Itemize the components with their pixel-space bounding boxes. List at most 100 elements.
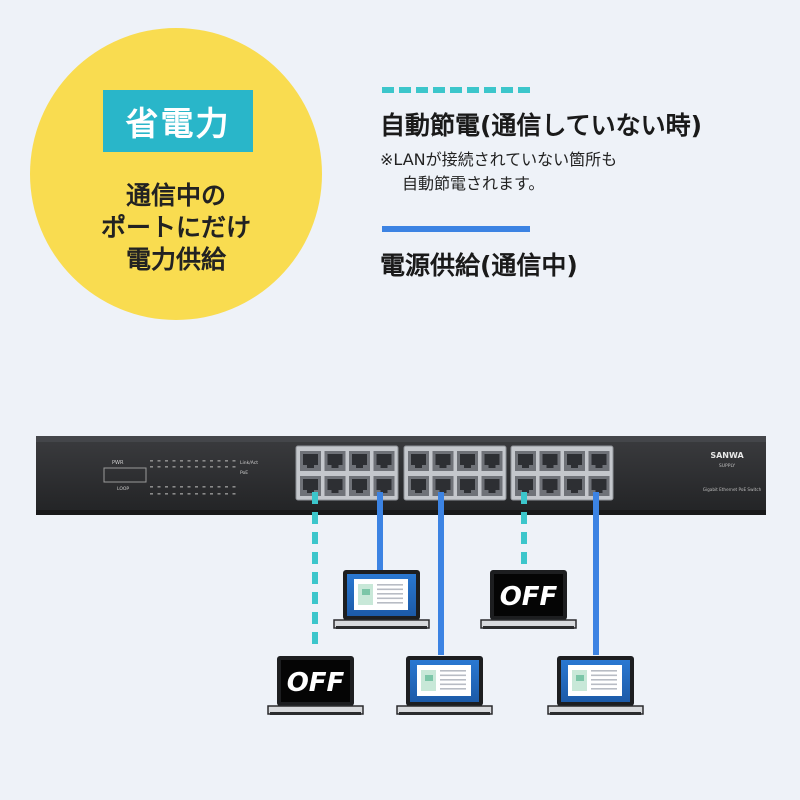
rj45-port-opening (327, 454, 343, 465)
poe-switch: PWR LOOP Link/Act PoE SANWA SUPPLY Gigab… (36, 436, 766, 515)
link-act-label: Link/Act (240, 460, 258, 466)
led-indicator (180, 486, 183, 488)
led-indicator (165, 460, 168, 462)
badge-title: 省電力 (103, 90, 253, 152)
led-indicator (225, 460, 228, 462)
led-indicator (232, 486, 236, 488)
app-window-text-line (440, 674, 466, 677)
model-label: Gigabit Ethernet PoE Switch (703, 487, 762, 492)
led-indicator (180, 466, 183, 468)
led-indicator (225, 466, 228, 468)
rj45-port-tab (595, 490, 603, 493)
legend-note-line-2: 自動節電されます。 (402, 174, 545, 193)
led-indicator (157, 493, 161, 495)
app-window-text-line (377, 588, 403, 591)
rj45-port-opening (591, 454, 607, 465)
led-indicator (225, 486, 228, 488)
rj45-port-tab (356, 465, 363, 468)
led-indicator (217, 460, 221, 462)
led-indicator (195, 460, 198, 462)
laptop-base-edge (550, 712, 641, 715)
rj45-port-tab (464, 465, 471, 468)
rj45-port-tab (380, 490, 388, 493)
led-indicator (210, 460, 213, 462)
rj45-port-opening (435, 479, 451, 490)
laptop-5[interactable] (547, 656, 644, 715)
app-window-text-line (440, 679, 466, 681)
rj45-port-tab (415, 490, 422, 493)
loop-switch-box (103, 467, 147, 483)
led-indicator (187, 466, 191, 468)
rj45-port-opening (303, 479, 318, 490)
legend-dashed-title: 自動節電(通信していない時) (380, 111, 703, 140)
led-indicator (202, 493, 206, 495)
led-indicator (232, 493, 236, 495)
led-indicator (187, 460, 191, 462)
led-indicator (195, 493, 198, 495)
led-indicator (150, 460, 153, 462)
rj45-port-opening (352, 479, 367, 490)
rj45-port-opening (460, 479, 475, 490)
laptop-1[interactable]: OFF (267, 656, 364, 715)
port-block-frame (403, 445, 507, 501)
led-indicator (202, 486, 206, 488)
port-blocks (295, 445, 614, 501)
switch-top-edge (36, 436, 766, 442)
led-indicator (172, 460, 176, 462)
rj45-port-opening (484, 454, 500, 465)
led-indicator (165, 466, 168, 468)
rj45-port-opening (352, 454, 367, 465)
rj45-port-tab (356, 490, 363, 493)
badge-line-3: 電力供給 (125, 245, 226, 274)
rj45-port-opening (591, 479, 607, 490)
led-indicator (202, 460, 206, 462)
rj45-port-opening (484, 479, 500, 490)
led-indicator (195, 486, 198, 488)
laptops: OFF OFF (267, 570, 644, 715)
switch-bottom-edge (36, 510, 766, 515)
laptop-off-label: OFF (287, 668, 345, 698)
rj45-port-opening (518, 454, 533, 465)
led-indicator (210, 466, 213, 468)
rj45-port-tab (595, 465, 603, 468)
app-window-text-line (377, 602, 403, 604)
rj45-port-tab (380, 465, 388, 468)
app-window-image-inner (425, 675, 433, 681)
led-indicator (172, 466, 176, 468)
rj45-port-tab (488, 490, 496, 493)
poe-label-top: PoE (240, 470, 248, 476)
rj45-port-opening (542, 454, 558, 465)
legend-dashed-line (382, 87, 530, 93)
app-window-image-inner (362, 589, 370, 595)
rj45-port-opening (567, 479, 582, 490)
rj45-port-opening (411, 479, 426, 490)
led-indicator (172, 486, 176, 488)
laptop-4[interactable]: OFF (480, 570, 577, 629)
legend-note-line-1: ※LANが接続されていない箇所も (380, 150, 618, 169)
app-window-text-line (440, 688, 466, 690)
rj45-port-tab (331, 465, 339, 468)
badge-line-1: 通信中の (125, 181, 226, 210)
laptop-3[interactable] (396, 656, 493, 715)
rj45-port-tab (522, 465, 529, 468)
laptop-2[interactable] (333, 570, 430, 629)
app-window-text-line (377, 584, 403, 586)
led-indicator (157, 486, 161, 488)
led-indicator (202, 466, 206, 468)
rj45-port-opening (435, 454, 451, 465)
led-indicator (165, 493, 168, 495)
rj45-port-opening (542, 479, 558, 490)
laptop-screen-off (494, 574, 563, 616)
led-indicator (225, 493, 228, 495)
rj45-port-tab (307, 490, 314, 493)
led-indicator (232, 460, 236, 462)
rj45-port-opening (327, 479, 343, 490)
led-indicator (180, 493, 183, 495)
app-window-text-line (440, 670, 466, 672)
led-indicator (187, 493, 191, 495)
switch-body (36, 438, 766, 512)
led-indicator (217, 493, 221, 495)
laptop-off-label: OFF (500, 582, 558, 612)
led-indicator (210, 493, 213, 495)
